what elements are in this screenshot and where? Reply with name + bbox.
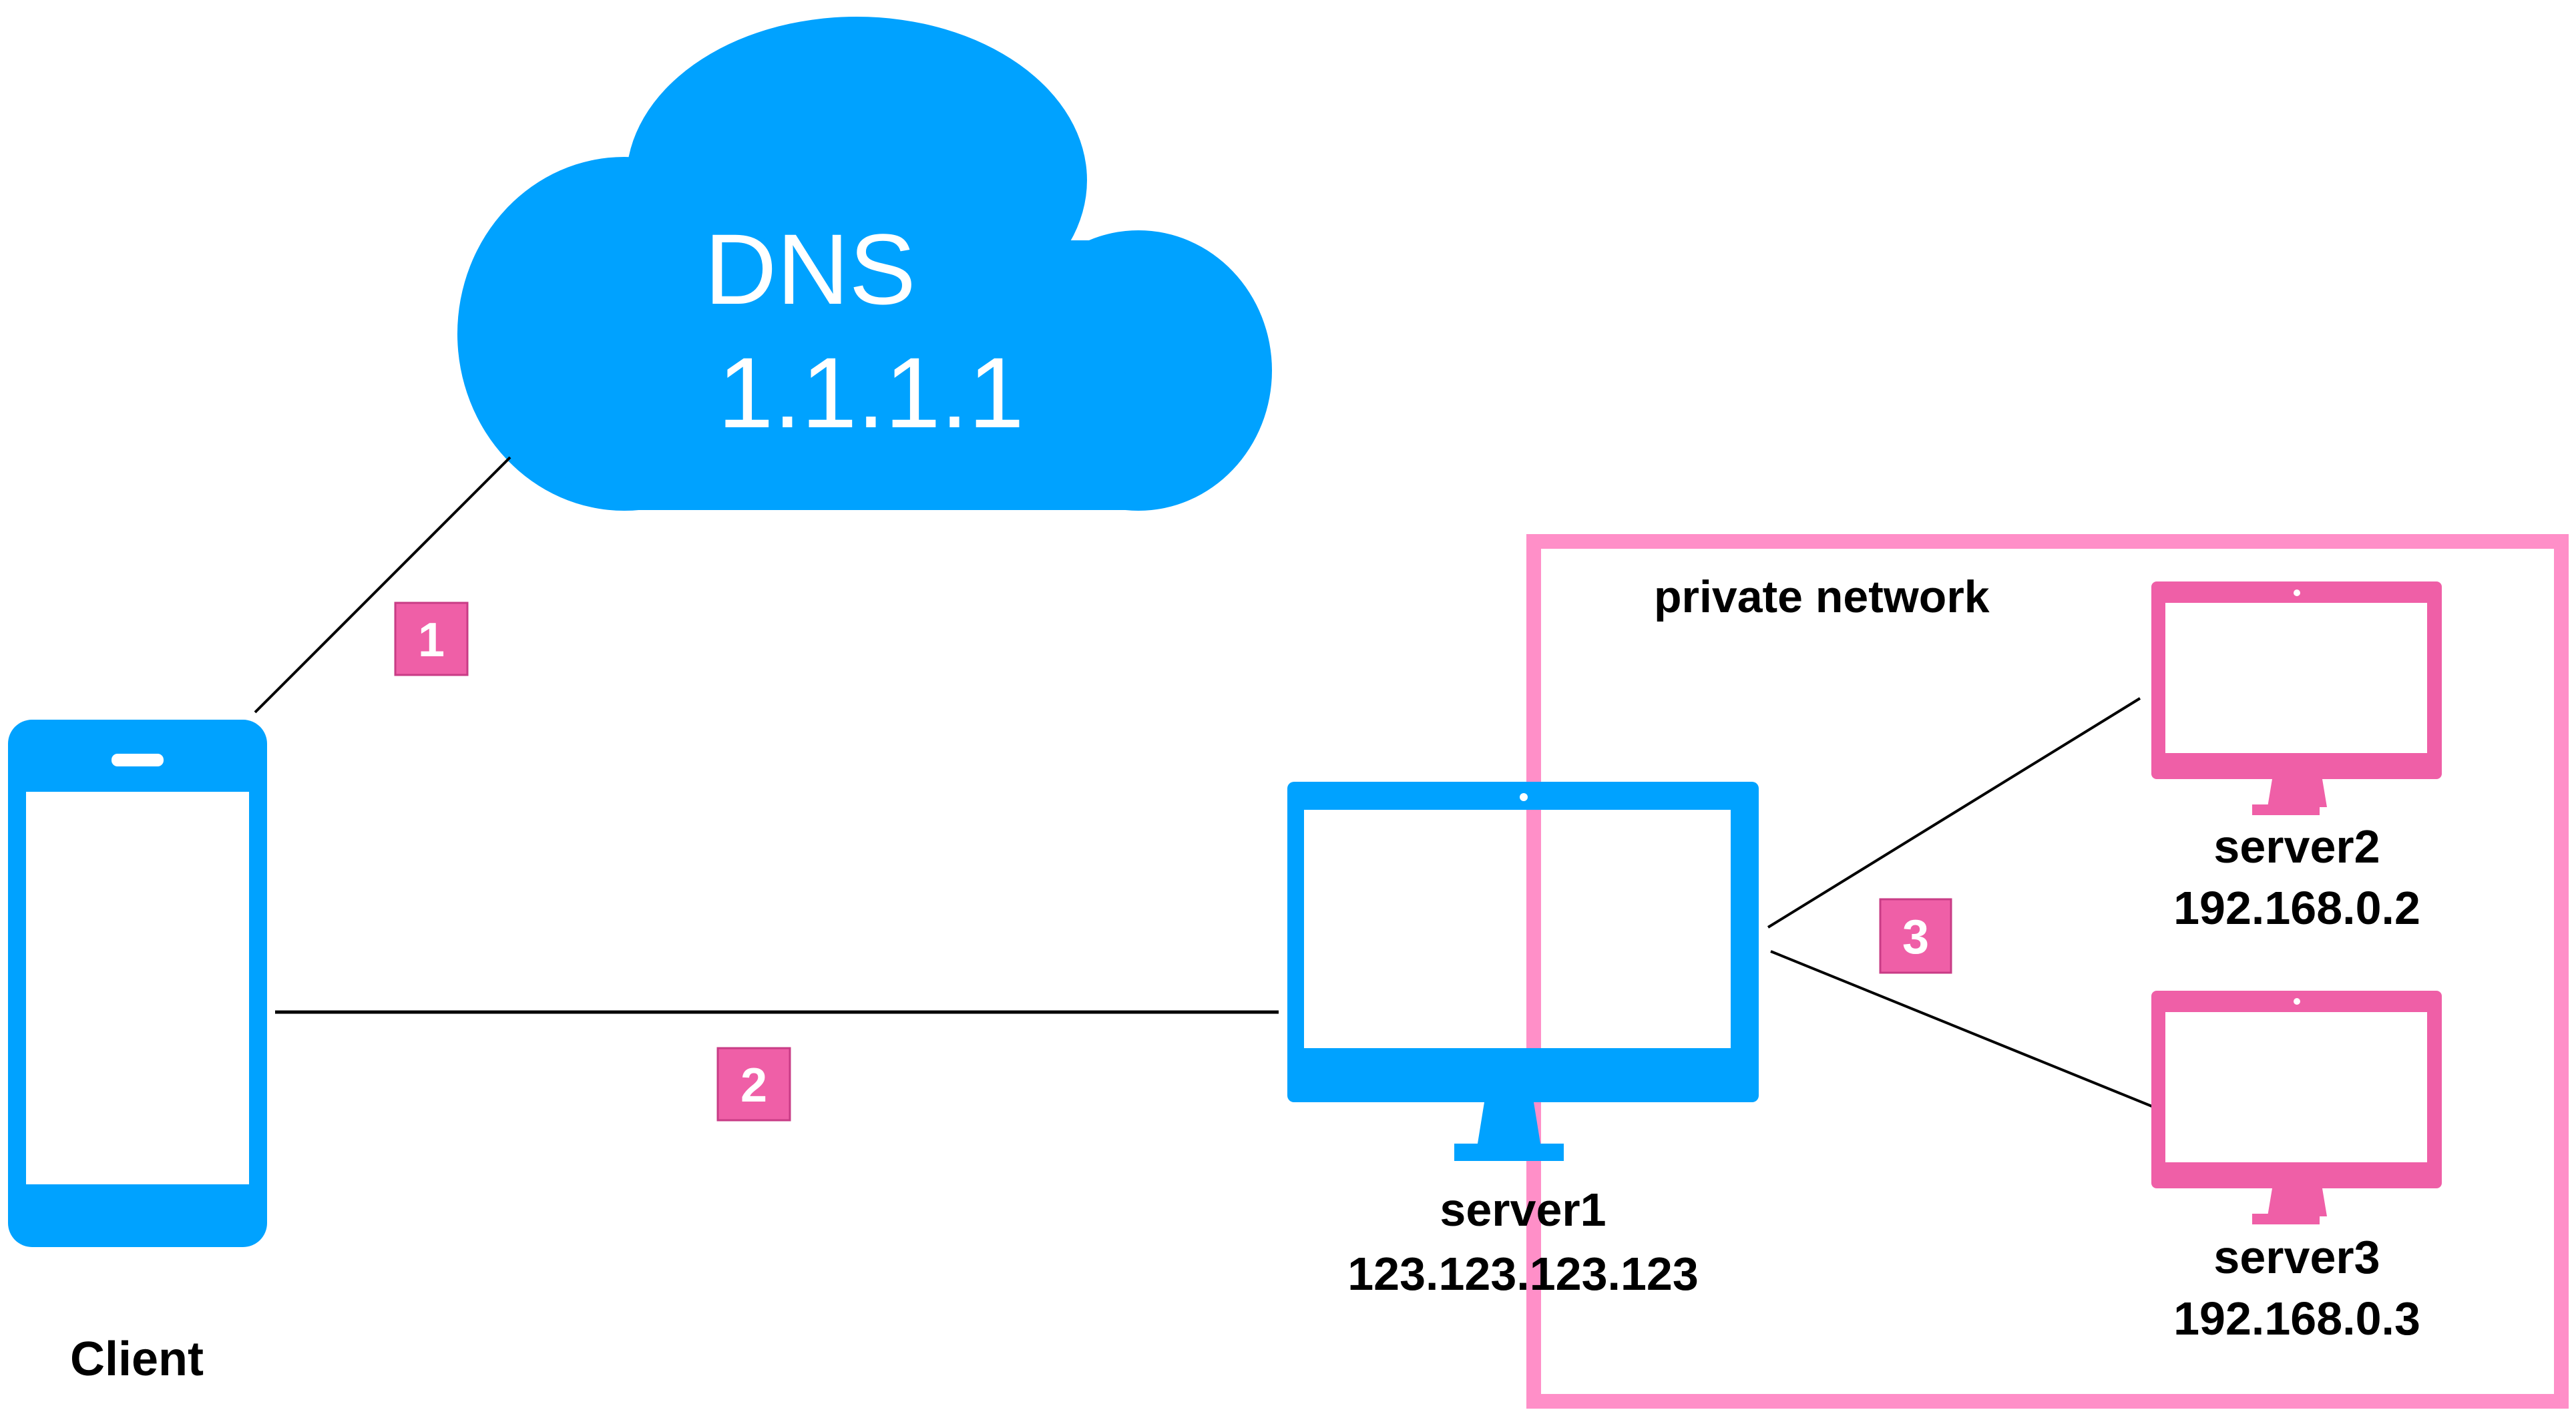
dns-ip: 1.1.1.1 [718,336,1024,449]
server3-ip: 192.168.0.3 [2173,1292,2420,1345]
dns-label: DNS [704,213,916,325]
client-label: Client [70,1333,204,1386]
private-network-label: private network [1654,571,1990,622]
server2-ip: 192.168.0.2 [2173,882,2420,934]
phone-icon [8,720,267,1247]
server1-ip: 123.123.123.123 [1347,1248,1699,1300]
server2-monitor-icon [2151,581,2442,815]
connection-line-server1-server2 [1767,697,2141,929]
server3-name: server3 [2213,1231,2380,1283]
step-badge-3-number: 3 [1902,911,1929,964]
private-network-boundary-overlap [1526,810,1541,1048]
server3-monitor-icon [2151,991,2442,1224]
connection-line-client-dns [254,456,511,714]
dns-cloud-icon [457,17,1272,511]
step-badge-3: 3 [1879,898,1952,974]
server1-name: server1 [1440,1184,1606,1236]
server1-monitor-icon [1287,782,1759,1161]
connection-line-server1-server3 [1770,950,2157,1110]
step-badge-2: 2 [716,1047,791,1122]
server2-name: server2 [2213,820,2380,873]
step-badge-2-number: 2 [740,1059,767,1112]
step-badge-1: 1 [394,602,469,676]
step-badge-1-number: 1 [418,614,445,667]
